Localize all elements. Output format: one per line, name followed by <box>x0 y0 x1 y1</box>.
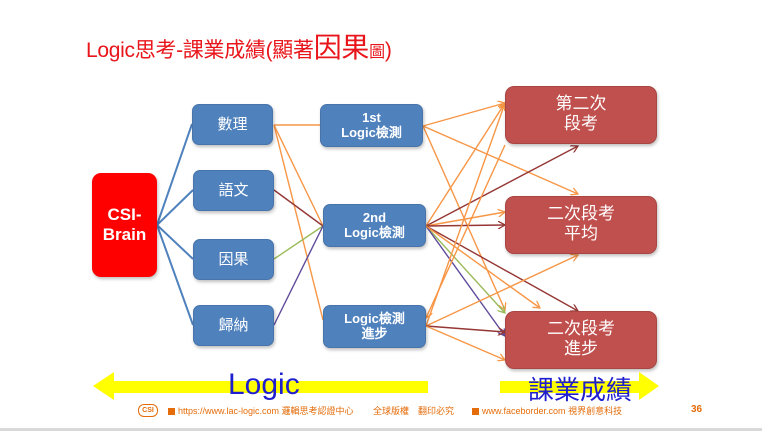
edge-test-1-to-outcome-0 <box>425 103 505 227</box>
square-bullet-icon <box>472 408 479 416</box>
edge-skill-0-to-test-1 <box>273 124 324 227</box>
edge-test-2-to-outcome-2e <box>425 325 505 360</box>
edge-test-1-to-outcome-0b <box>425 146 578 227</box>
outcome-label-line2: 進步 <box>564 339 598 359</box>
edge-test-0-to-outcome-1 <box>422 125 578 194</box>
square-bullet-icon <box>168 408 175 416</box>
skill-node-causality: 因果 <box>193 239 274 280</box>
test-label-line2: Logic檢測 <box>344 224 405 240</box>
page-number: 36 <box>691 404 703 415</box>
edge-skill-1-to-test-1 <box>273 189 324 227</box>
footer-link-lac[interactable]: https://www.lac-logic.com 邏輯思考認證中心 <box>168 404 354 417</box>
edge-brain-to-skill-1 <box>156 189 194 226</box>
test-label-line2: 進步 <box>361 325 388 341</box>
edge-skill-0-to-test-2 <box>273 124 324 321</box>
outcome-label-line2: 平均 <box>564 224 598 244</box>
footer-link-faceborder[interactable]: www.faceborder.com 視界創意科技 <box>472 404 622 417</box>
edge-group <box>156 103 578 360</box>
outcome-node-average: 二次段考平均 <box>505 196 657 254</box>
edge-test-2-to-outcome-2 <box>425 325 505 332</box>
title-close: ) <box>384 39 392 62</box>
edge-test-0-to-outcome-0 <box>422 103 505 127</box>
edge-test-1-to-outcome-1 <box>425 212 505 227</box>
footer-org2: 視界創意科技 <box>568 406 623 416</box>
results-banner-label: 課業成績 <box>528 376 633 406</box>
title-text: Logic思考-課業成績(顯著 <box>86 39 314 62</box>
edge-outcome-2-to-test-2 <box>426 144 506 318</box>
edge-brain-to-skill-3 <box>156 224 194 326</box>
footer-org1: 邏輯思考認證中心 <box>281 406 354 416</box>
outcome-node-progress: 二次段考進步 <box>505 311 657 369</box>
edge-test-1-to-outcome-2c <box>425 225 505 336</box>
edge-skill-3-to-test-1 <box>273 225 324 326</box>
edge-test-1-to-outcome-2b <box>425 225 505 313</box>
outcome-label-line1: 二次段考 <box>547 204 615 225</box>
edge-test-1-to-outcome-2 <box>425 225 578 311</box>
edge-test-2-to-outcome-1 <box>425 255 578 327</box>
csi-logo-icon: CSI <box>138 404 158 417</box>
outcome-label-line1: 二次段考 <box>547 319 615 340</box>
skill-label: 數理 <box>217 114 248 133</box>
csi-brain-node: CSI-Brain <box>92 173 157 277</box>
skill-node-math: 數理 <box>192 104 273 145</box>
skill-label: 語文 <box>218 180 249 199</box>
skill-label: 歸納 <box>218 315 249 334</box>
results-right-arrow <box>500 372 659 400</box>
edge-brain-to-skill-0 <box>156 123 193 226</box>
outcome-label-line1: 第二次 <box>555 94 607 115</box>
edge-skill-2-to-test-1 <box>273 225 324 260</box>
logic-banner-label: Logic <box>228 368 300 401</box>
test-label-line1: Logic檢測 <box>344 310 405 326</box>
outcome-node-second-exam: 第二次段考 <box>505 86 657 144</box>
edge-test-1-to-outcome-2d <box>425 225 540 308</box>
page-title: Logic思考-課業成績(顯著因果圖) <box>86 26 392 66</box>
edge-test-1-to-outcome-1b <box>425 225 505 226</box>
footer-link2-text: www.faceborder.com <box>482 406 566 416</box>
skill-node-language: 語文 <box>193 170 274 211</box>
skill-label: 因果 <box>218 249 249 268</box>
test-label-line1: 1st <box>362 109 381 125</box>
footer-copyright: 全球版權 翻印必究 <box>373 406 455 416</box>
title-emphasis: 因果 <box>313 32 370 63</box>
test-node-logic-progress: Logic檢測進步 <box>323 305 426 348</box>
brain-label-line1: CSI- <box>107 205 142 225</box>
brain-label-line2: Brain <box>102 225 147 244</box>
logic-left-arrow <box>93 372 428 400</box>
skill-node-induction: 歸納 <box>193 305 274 346</box>
title-suffix: 圖 <box>369 44 385 61</box>
bottom-divider <box>0 428 762 431</box>
test-label-line1: 2nd <box>362 209 387 225</box>
outcome-label-line2: 段考 <box>564 114 598 134</box>
edge-brain-to-skill-2 <box>156 224 194 260</box>
test-label-line2: Logic檢測 <box>341 124 402 140</box>
footer-link1-text: https://www.lac-logic.com <box>178 406 280 416</box>
